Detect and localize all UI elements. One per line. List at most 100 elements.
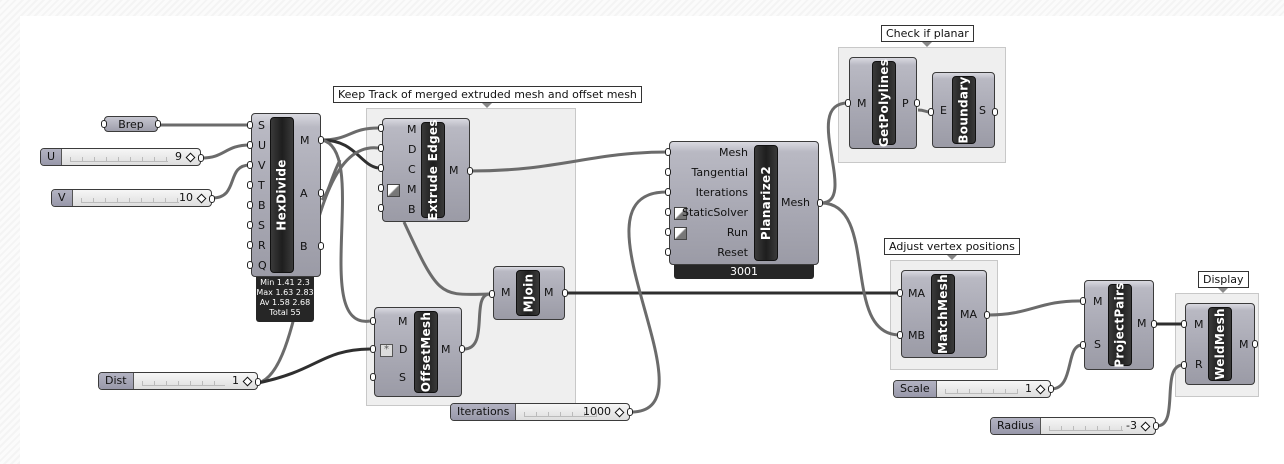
weldmesh-input-m[interactable]: M bbox=[1194, 318, 1204, 331]
v-slider[interactable]: V 10 bbox=[51, 189, 212, 207]
hexdivide-grip-out-a[interactable] bbox=[318, 189, 324, 197]
hexdivide-grip-in-s2[interactable] bbox=[247, 221, 253, 229]
projectpairs-input-s[interactable]: S bbox=[1094, 338, 1101, 351]
hexdivide-input-v[interactable]: V bbox=[258, 159, 266, 172]
planarize2-input-reset[interactable]: Reset bbox=[717, 246, 748, 259]
projectpairs-title[interactable]: ProjectPairs bbox=[1108, 282, 1132, 368]
hexdivide-grip-out-b[interactable] bbox=[318, 242, 324, 250]
offsetmesh-input-s[interactable]: S bbox=[399, 371, 406, 384]
offsetmesh-d-expression-icon[interactable]: * bbox=[380, 344, 393, 357]
radius-slider[interactable]: Radius -3 bbox=[990, 417, 1156, 435]
hexdivide-input-q[interactable]: Q bbox=[258, 259, 267, 272]
projectpairs-input-m[interactable]: M bbox=[1093, 295, 1103, 308]
iterations-slider-knob[interactable] bbox=[614, 407, 625, 418]
weldmesh-component[interactable]: WeldMesh M R M bbox=[1185, 303, 1255, 385]
hexdivide-grip-in-u[interactable] bbox=[247, 141, 253, 149]
getpolylines-grip-in-m[interactable] bbox=[845, 99, 851, 107]
offsetmesh-grip-out-m[interactable] bbox=[459, 345, 465, 353]
hexdivide-grip-out-m[interactable] bbox=[318, 136, 324, 144]
extrude-grip-in-b[interactable] bbox=[378, 204, 384, 212]
planarize2-grip-in-run[interactable] bbox=[665, 228, 671, 236]
getpolylines-title[interactable]: GetPolylines bbox=[872, 59, 896, 147]
offsetmesh-input-m[interactable]: M bbox=[398, 315, 408, 328]
offsetmesh-title[interactable]: OffsetMesh bbox=[414, 311, 438, 393]
weldmesh-grip-out-m[interactable] bbox=[1252, 340, 1258, 348]
dist-slider-track[interactable]: 1 bbox=[134, 373, 257, 389]
matchmesh-input-ma[interactable]: MA bbox=[908, 287, 926, 300]
planarize2-output-mesh[interactable]: Mesh bbox=[781, 196, 810, 209]
projectpairs-grip-out-m[interactable] bbox=[1151, 320, 1157, 328]
mjoin-grip-out-m[interactable] bbox=[562, 289, 568, 297]
iterations-slider-grip-out[interactable] bbox=[627, 408, 633, 416]
extrude-input-m2[interactable]: M bbox=[407, 183, 417, 196]
projectpairs-output-m[interactable]: M bbox=[1137, 317, 1147, 330]
extrude-grip-out-m[interactable] bbox=[467, 167, 473, 175]
hexdivide-grip-in-r[interactable] bbox=[247, 241, 253, 249]
boundary-grip-out-s[interactable] bbox=[992, 108, 998, 116]
hexdivide-grip-in-q[interactable] bbox=[247, 261, 253, 269]
hexdivide-grip-in-t[interactable] bbox=[247, 181, 253, 189]
u-slider[interactable]: U 9 bbox=[40, 148, 201, 166]
planarize2-grip-in-staticsolver[interactable] bbox=[665, 208, 671, 216]
radius-slider-track[interactable]: -3 bbox=[1041, 418, 1155, 434]
hexdivide-input-t[interactable]: T bbox=[258, 179, 265, 192]
extrude-edges-title[interactable]: Extrude Edges bbox=[421, 119, 445, 221]
extrude-edges-component[interactable]: Extrude Edges M D C M B M bbox=[382, 118, 470, 222]
v-slider-knob[interactable] bbox=[196, 193, 207, 204]
scale-slider[interactable]: Scale 1 bbox=[893, 380, 1051, 398]
matchmesh-input-mb[interactable]: MB bbox=[908, 329, 926, 342]
planarize2-grip-out-mesh[interactable] bbox=[817, 199, 823, 207]
matchmesh-grip-in-ma[interactable] bbox=[897, 289, 903, 297]
hexdivide-input-s2[interactable]: S bbox=[258, 219, 265, 232]
v-slider-track[interactable]: 10 bbox=[73, 190, 211, 206]
hexdivide-title[interactable]: HexDivide bbox=[270, 117, 294, 273]
hexdivide-input-u[interactable]: U bbox=[258, 139, 267, 152]
hexdivide-input-b[interactable]: B bbox=[258, 199, 266, 212]
extrude-grip-in-c[interactable] bbox=[378, 164, 384, 172]
hexdivide-output-m[interactable]: M bbox=[300, 134, 310, 147]
planarize2-input-iterations[interactable]: Iterations bbox=[695, 186, 748, 199]
projectpairs-component[interactable]: ProjectPairs M S M bbox=[1084, 280, 1154, 370]
mjoin-output-m[interactable]: M bbox=[544, 286, 554, 299]
mjoin-grip-in-m[interactable] bbox=[489, 290, 495, 298]
radius-slider-grip-out[interactable] bbox=[1153, 422, 1159, 430]
extrude-input-b[interactable]: B bbox=[408, 203, 416, 216]
boundary-grip-in-e[interactable] bbox=[928, 108, 934, 116]
getpolylines-output-p[interactable]: P bbox=[902, 97, 909, 110]
offsetmesh-output-m[interactable]: M bbox=[441, 343, 451, 356]
planarize2-input-tangential[interactable]: Tangential bbox=[691, 166, 749, 179]
boundary-component[interactable]: Boundary E S bbox=[932, 72, 995, 148]
dist-slider-grip-out[interactable] bbox=[255, 378, 261, 386]
hexdivide-grip-in-v[interactable] bbox=[247, 161, 253, 169]
weldmesh-input-r[interactable]: R bbox=[1195, 358, 1203, 371]
extrude-input-m[interactable]: M bbox=[407, 123, 417, 136]
weldmesh-output-m[interactable]: M bbox=[1239, 338, 1249, 351]
canvas[interactable] bbox=[20, 16, 1284, 464]
offsetmesh-grip-in-s[interactable] bbox=[370, 373, 376, 381]
extrude-input-c[interactable]: C bbox=[408, 163, 416, 176]
scale-slider-grip-out[interactable] bbox=[1048, 385, 1054, 393]
getpolylines-grip-out-p[interactable] bbox=[914, 99, 920, 107]
hexdivide-component[interactable]: HexDivide S U V T B S R Q M A B bbox=[251, 113, 321, 277]
extrude-grip-in-d[interactable] bbox=[378, 144, 384, 152]
weldmesh-grip-in-r[interactable] bbox=[1181, 361, 1187, 369]
offsetmesh-grip-in-m[interactable] bbox=[370, 317, 376, 325]
planarize2-run-toggle-icon[interactable] bbox=[674, 227, 687, 240]
matchmesh-component[interactable]: MatchMesh MA MB MA bbox=[901, 270, 987, 358]
scale-slider-knob[interactable] bbox=[1035, 384, 1046, 395]
matchmesh-grip-in-mb[interactable] bbox=[897, 331, 903, 339]
extrude-m-toggle-icon[interactable] bbox=[387, 184, 400, 197]
iterations-slider[interactable]: Iterations 1000 bbox=[450, 403, 630, 421]
offsetmesh-grip-in-d[interactable] bbox=[370, 345, 376, 353]
weldmesh-grip-in-m[interactable] bbox=[1181, 320, 1187, 328]
hexdivide-output-a[interactable]: A bbox=[300, 187, 308, 200]
mjoin-input-m[interactable]: M bbox=[501, 286, 511, 299]
u-slider-track[interactable]: 9 bbox=[62, 149, 200, 165]
boundary-title[interactable]: Boundary bbox=[952, 76, 976, 144]
hexdivide-input-r[interactable]: R bbox=[258, 239, 266, 252]
brep-output-grip[interactable] bbox=[155, 120, 161, 128]
dist-slider[interactable]: Dist 1 bbox=[98, 372, 258, 390]
planarize2-title[interactable]: Planarize2 bbox=[754, 145, 778, 261]
extrude-grip-in-m[interactable] bbox=[378, 124, 384, 132]
planarize2-component[interactable]: Planarize2 Mesh Tangential Iterations St… bbox=[669, 141, 819, 265]
